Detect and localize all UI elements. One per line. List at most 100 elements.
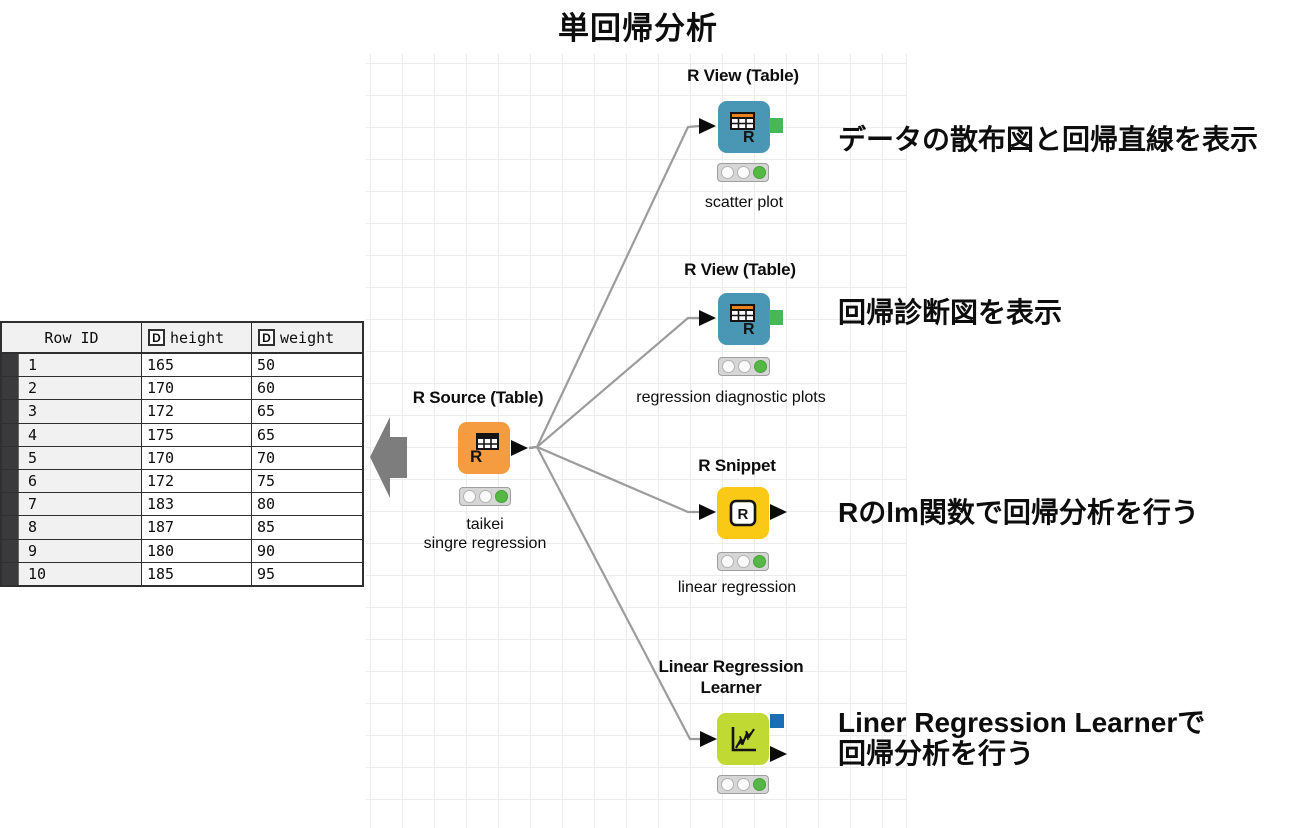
- annotation-lm: Rのlm関数で回帰分析を行う: [838, 497, 1199, 528]
- height-cell: 187: [142, 516, 252, 539]
- height-cell: 170: [142, 446, 252, 469]
- row-id-cell: 1: [19, 354, 142, 377]
- r-view-icon: R: [730, 112, 755, 144]
- column-header-weight[interactable]: D weight: [252, 323, 362, 352]
- table-row[interactable]: 5 170 70: [2, 446, 362, 470]
- row-header-strip: [2, 354, 19, 377]
- height-cell: 175: [142, 423, 252, 446]
- row-header-strip: [2, 539, 19, 562]
- r-source-traffic-light: [459, 487, 511, 506]
- weight-cell: 65: [252, 400, 362, 423]
- node-r-source[interactable]: R: [458, 422, 510, 474]
- table-row[interactable]: 9 180 90: [2, 539, 362, 563]
- row-id-cell: 8: [19, 516, 142, 539]
- row-id-cell: 4: [19, 423, 142, 446]
- row-header-strip: [2, 400, 19, 423]
- row-header-strip: [2, 423, 19, 446]
- row-header-strip: [2, 493, 19, 516]
- row-id-cell: 7: [19, 493, 142, 516]
- r-view-scatter-image-outport[interactable]: [769, 118, 783, 133]
- node-title-r-snippet: R Snippet: [698, 456, 776, 475]
- height-cell: 180: [142, 539, 252, 562]
- column-header-row-id[interactable]: Row ID: [2, 323, 142, 352]
- node-r-snippet[interactable]: R: [717, 487, 769, 539]
- table-row[interactable]: 6 172 75: [2, 469, 362, 494]
- row-header-strip: [2, 469, 19, 493]
- learner-input-port[interactable]: [700, 731, 717, 747]
- double-type-icon: D: [258, 329, 275, 346]
- svg-text:R: R: [738, 506, 749, 523]
- weight-cell: 80: [252, 493, 362, 516]
- table-row[interactable]: 2 170 60: [2, 377, 362, 401]
- data-table[interactable]: Row ID D height D weight 1 165 50 2 170 …: [0, 321, 364, 587]
- height-cell: 185: [142, 562, 252, 585]
- node-title-r-view-diagnostic: R View (Table): [684, 260, 796, 279]
- svg-text:R: R: [743, 321, 755, 336]
- table-row[interactable]: 7 183 80: [2, 493, 362, 517]
- weight-cell: 60: [252, 377, 362, 400]
- table-row[interactable]: 10 185 95: [2, 562, 362, 585]
- row-id-cell: 9: [19, 539, 142, 562]
- row-header-strip: [2, 377, 19, 400]
- weight-cell: 95: [252, 562, 362, 585]
- r-view-icon: R: [730, 304, 755, 336]
- height-cell: 183: [142, 493, 252, 516]
- regression-plot-icon: [731, 727, 756, 752]
- node-label-r-source: taikei singre regression: [423, 516, 547, 552]
- height-cell: 165: [142, 354, 252, 377]
- r-snippet-input-port[interactable]: [699, 504, 716, 520]
- node-linear-regression-learner[interactable]: [717, 713, 769, 765]
- traffic-yellow-off: [478, 490, 492, 503]
- table-row[interactable]: 1 165 50: [2, 354, 362, 378]
- row-header-strip: [2, 516, 19, 539]
- traffic-green-on: [494, 490, 508, 503]
- learner-model-outport[interactable]: [770, 714, 784, 728]
- r-source-icon: R: [470, 433, 499, 465]
- row-header-strip: [2, 446, 19, 469]
- workflow-canvas[interactable]: [366, 54, 907, 828]
- node-r-view-diagnostic[interactable]: R: [718, 293, 770, 345]
- node-title-r-view-scatter: R View (Table): [687, 66, 799, 85]
- data-table-header: Row ID D height D weight: [2, 323, 362, 354]
- row-id-cell: 2: [19, 377, 142, 400]
- r-view-diagnostic-image-outport[interactable]: [769, 310, 783, 325]
- row-id-cell: 5: [19, 446, 142, 469]
- learner-traffic-light: [717, 775, 769, 794]
- column-header-height[interactable]: D height: [142, 323, 252, 352]
- node-label-regression-diagnostic: regression diagnostic plots: [636, 389, 826, 406]
- r-source-output-port[interactable]: [511, 440, 528, 456]
- row-id-cell: 6: [19, 469, 142, 493]
- traffic-red-off: [462, 490, 476, 503]
- svg-text:R: R: [743, 129, 755, 144]
- node-r-view-scatter[interactable]: R: [718, 101, 770, 153]
- row-id-cell: 10: [19, 562, 142, 585]
- r-snippet-icon: R: [729, 499, 757, 527]
- row-id-cell: 3: [19, 400, 142, 423]
- height-cell: 172: [142, 400, 252, 423]
- learner-output-port[interactable]: [770, 746, 787, 762]
- weight-cell: 50: [252, 354, 362, 377]
- table-row[interactable]: 8 187 85: [2, 516, 362, 540]
- weight-cell: 75: [252, 469, 362, 493]
- svg-text:R: R: [470, 447, 482, 465]
- r-view-scatter-input-port[interactable]: [699, 118, 716, 134]
- weight-cell: 70: [252, 446, 362, 469]
- table-row[interactable]: 4 175 65: [2, 423, 362, 447]
- height-cell: 170: [142, 377, 252, 400]
- weight-cell: 65: [252, 423, 362, 446]
- node-label-scatter-plot: scatter plot: [704, 194, 784, 211]
- double-type-icon: D: [148, 329, 165, 346]
- annotation-scatter: データの散布図と回帰直線を表示: [838, 124, 1259, 155]
- r-view-diagnostic-input-port[interactable]: [699, 310, 716, 326]
- annotation-learner: Liner Regression Learnerで 回帰分析を行う: [838, 707, 1206, 769]
- annotation-diagnostic: 回帰診断図を表示: [838, 297, 1063, 328]
- r-view-diagnostic-traffic-light: [718, 357, 770, 376]
- r-snippet-output-port[interactable]: [770, 504, 787, 520]
- node-label-linear-regression: linear regression: [677, 579, 797, 596]
- row-header-strip: [2, 562, 19, 585]
- table-row[interactable]: 3 172 65: [2, 400, 362, 424]
- big-left-arrow-icon: [370, 417, 407, 498]
- weight-cell: 85: [252, 516, 362, 539]
- data-table-body: 1 165 50 2 170 60 3 172 65 4 175 65 5 17…: [2, 354, 362, 585]
